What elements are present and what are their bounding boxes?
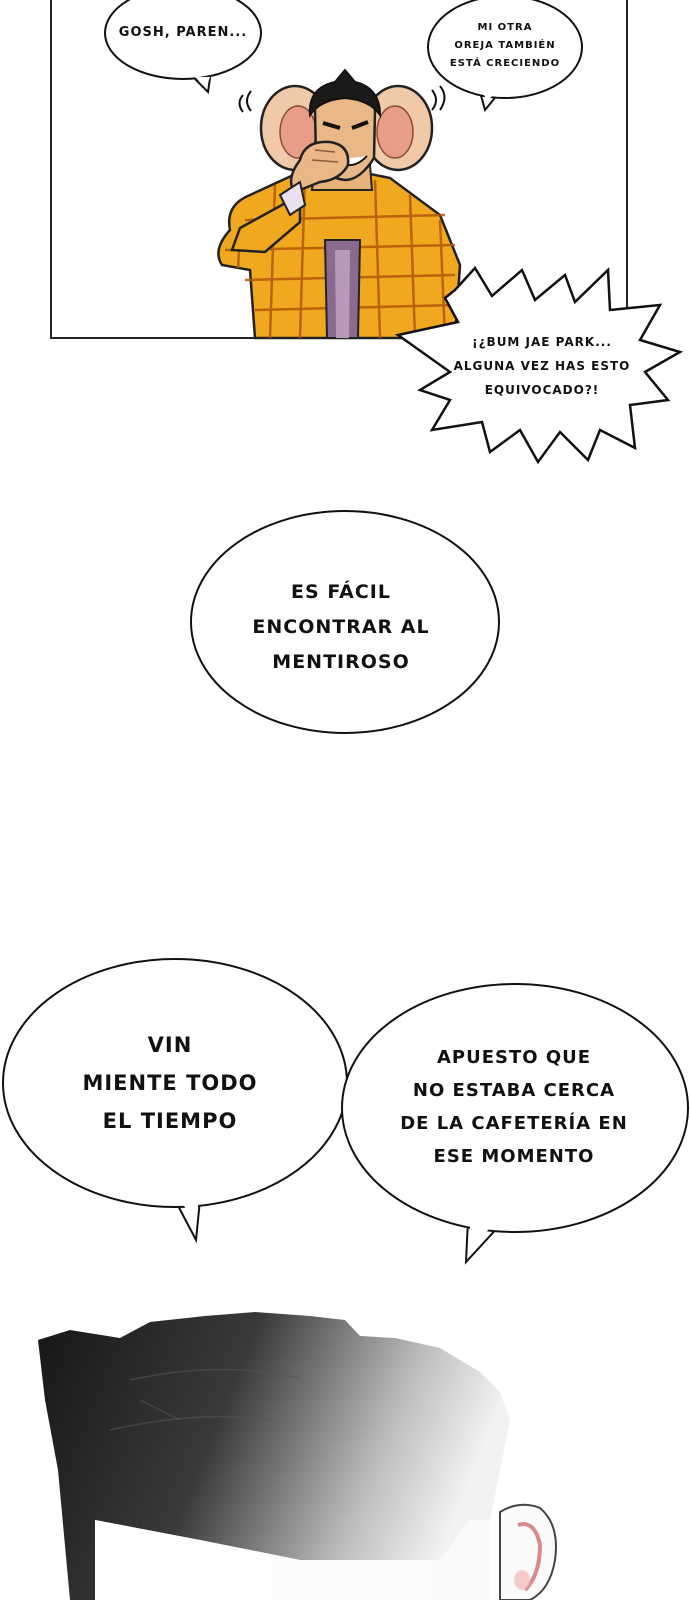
shout-text-2: ALGUNA VEZ HAS ESTO <box>454 359 631 373</box>
vin-text-2: MIENTE TODO <box>82 1071 257 1095</box>
easy-text-3: MENTIROSO <box>272 651 409 673</box>
speech-bubble-gosh: GOSH, PAREN... <box>104 0 262 95</box>
easy-text-1: ES FÁCIL <box>291 580 391 603</box>
bet-text-3: DE LA CAFETERÍA EN <box>400 1112 628 1134</box>
vin-text-3: EL TIEMPO <box>103 1109 238 1133</box>
speech-bubble-bet: APUESTO QUE NO ESTABA CERCA DE LA CAFETE… <box>341 983 689 1265</box>
bet-text-4: ESE MOMENTO <box>434 1146 595 1167</box>
character-plaid-jacket <box>217 68 462 340</box>
bet-text-2: NO ESTABA CERCA <box>413 1080 615 1101</box>
shout-text-1: ¡¿BUM JAE PARK... <box>472 335 612 349</box>
bubble-text-ear-3: ESTÁ CRECIENDO <box>450 56 560 69</box>
shout-bubble-bum-jae: ¡¿BUM JAE PARK... ALGUNA VEZ HAS ESTO EQ… <box>394 265 684 465</box>
shout-text-3: EQUIVOCADO?! <box>485 383 600 397</box>
bubble-text-ear-2: OREJA TAMBIÉN <box>454 38 555 51</box>
thought-bubble-easy: ES FÁCIL ENCONTRAR AL MENTIROSO <box>190 510 500 734</box>
bet-text-1: APUESTO QUE <box>437 1047 591 1068</box>
bubble-text-ear-1: MI OTRA <box>478 22 533 33</box>
speech-bubble-vin: VIN MIENTE TODO EL TIEMPO <box>2 958 348 1244</box>
easy-text-2: ENCONTRAR AL <box>252 616 429 638</box>
vin-text-1: VIN <box>148 1033 193 1057</box>
character-dark-hair-head <box>38 1312 557 1600</box>
bubble-text-gosh: GOSH, PAREN... <box>119 25 247 40</box>
speech-bubble-ear: MI OTRA OREJA TAMBIÉN ESTÁ CRECIENDO <box>427 0 583 113</box>
